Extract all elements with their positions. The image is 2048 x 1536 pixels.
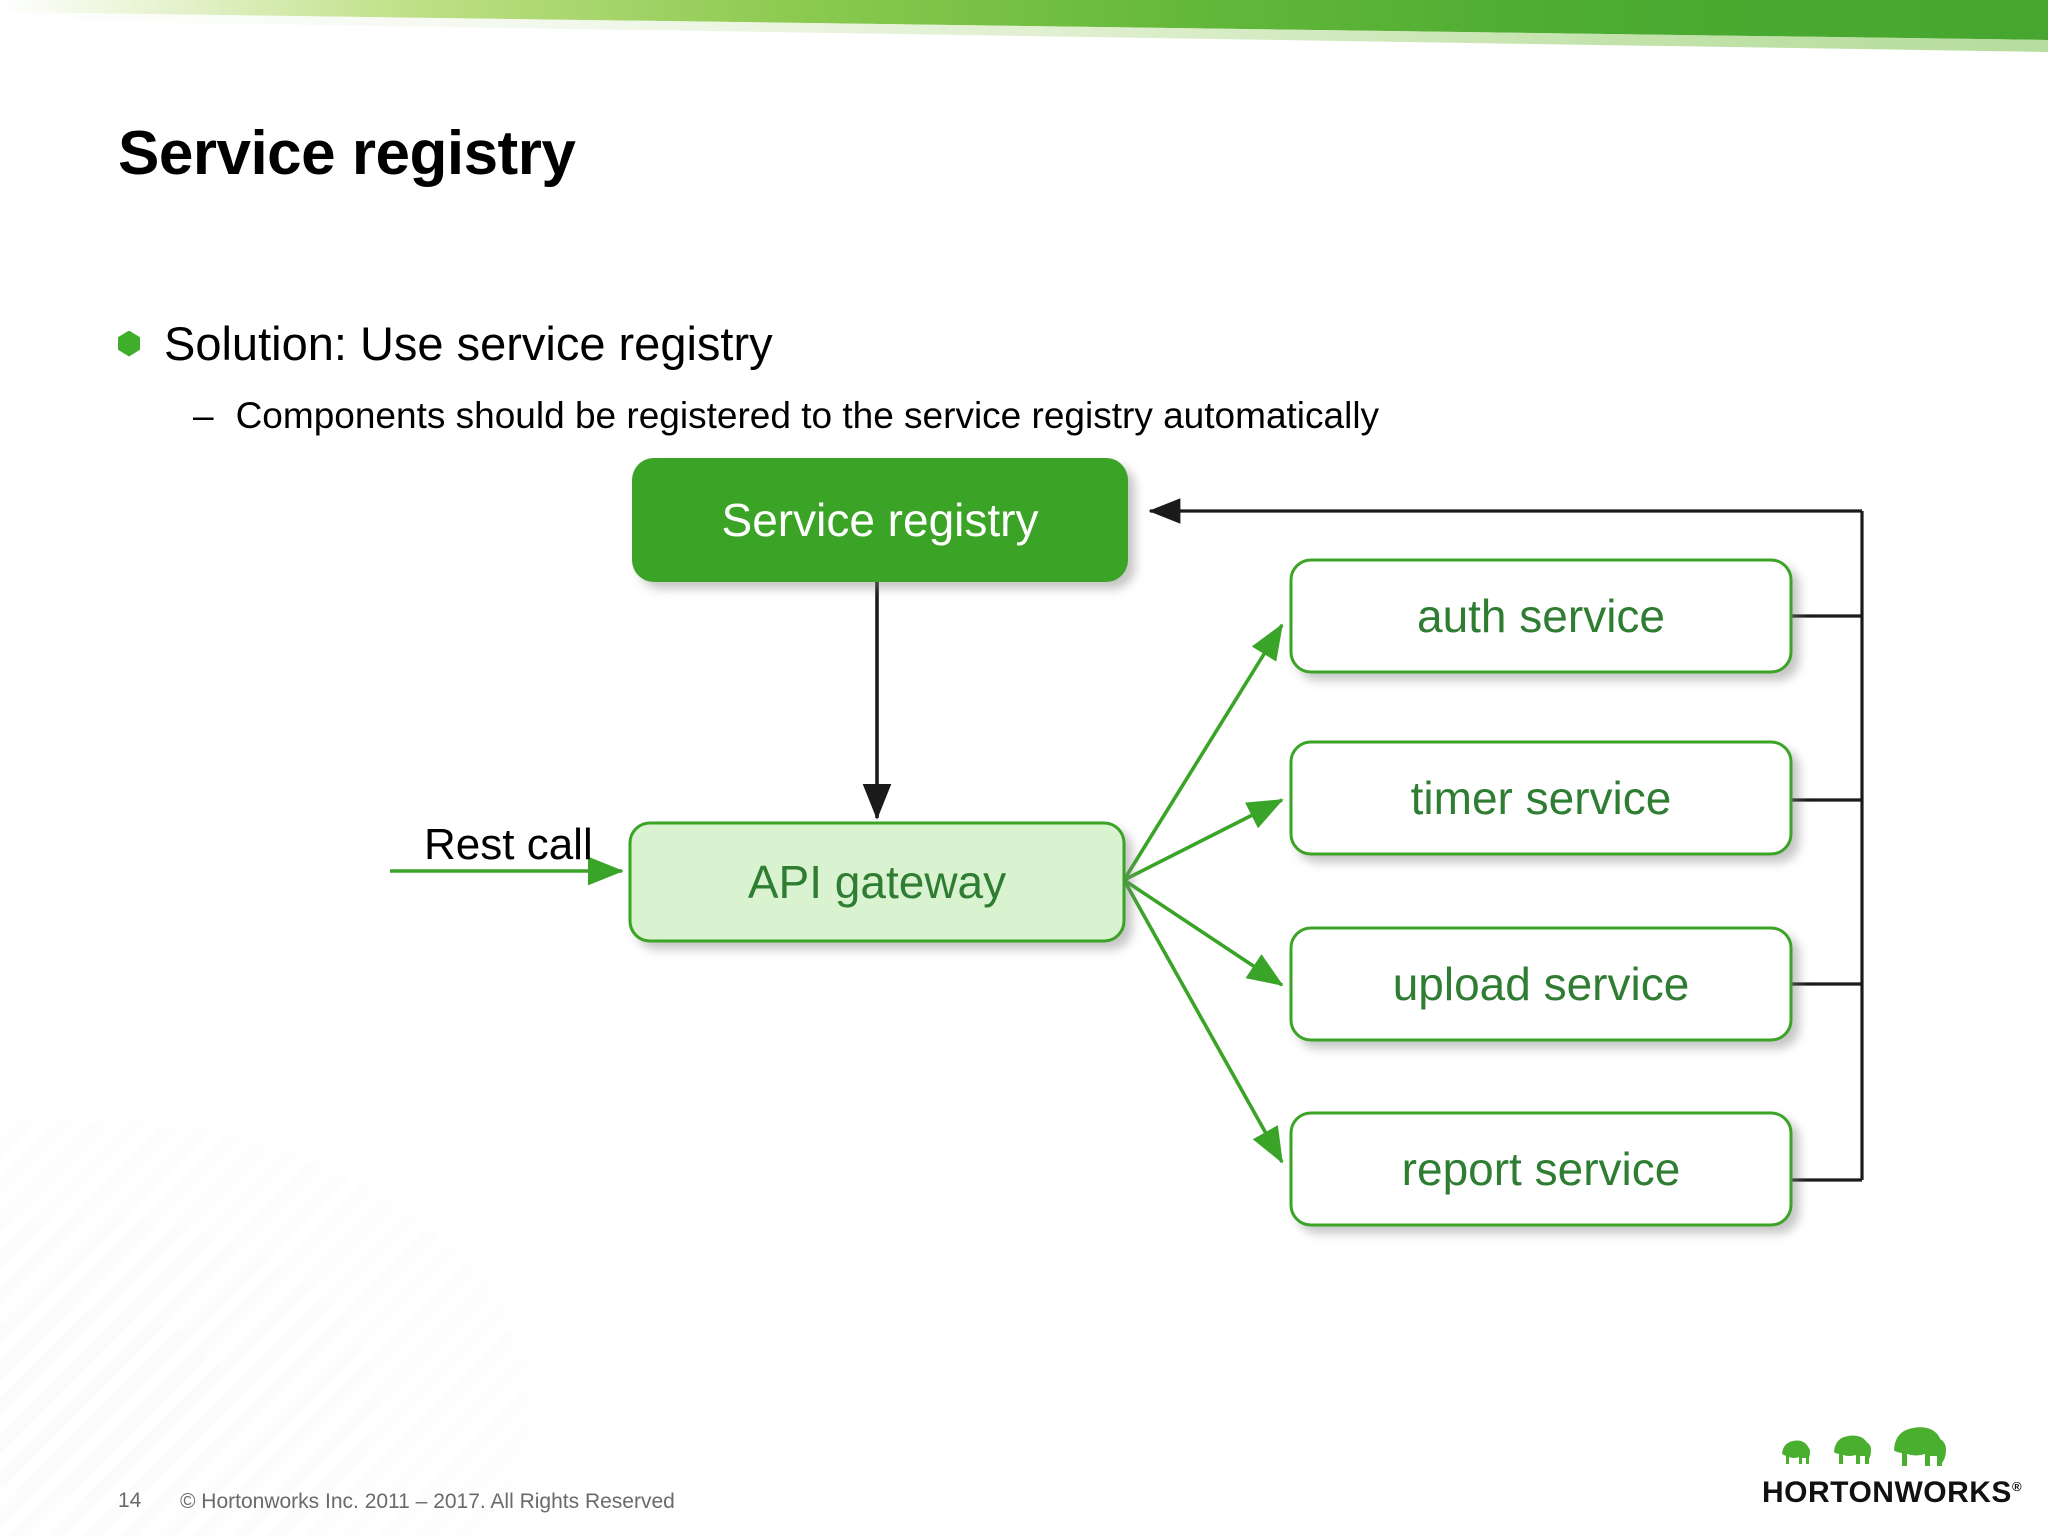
edge-label-rest-call: Rest call <box>424 820 593 869</box>
node-label-upload-service: upload service <box>1392 958 1690 1010</box>
footer-page-number: 14 <box>118 1489 142 1512</box>
node-label-auth-service: auth service <box>1416 590 1665 642</box>
node-label-api-gateway: API gateway <box>747 856 1007 908</box>
dash-bullet-icon: – <box>193 395 214 436</box>
logo-wordmark-text: HORTONWORKS <box>1762 1476 2012 1509</box>
footer-copyright: © Hortonworks Inc. 2011 – 2017. All Righ… <box>180 1490 675 1513</box>
three-elephants-icon <box>1782 1427 1946 1466</box>
node-label-report-service: report service <box>1401 1143 1681 1195</box>
node-label-timer-service: timer service <box>1410 772 1672 824</box>
arrow-gateway-auth <box>1122 623 1284 881</box>
logo-wordmark: HORTONWORKS® <box>1762 1476 2022 1510</box>
node-label-service-registry: Service registry <box>721 494 1039 546</box>
bullet-item-components: – Components should be registered to the… <box>193 395 1379 437</box>
arrow-gateway-timer <box>1123 798 1284 882</box>
hexagon-bullet-icon <box>118 330 140 357</box>
page-title: Service registry <box>118 119 576 188</box>
background-watermark <box>0 1000 720 1536</box>
arrow-gateway-upload <box>1123 878 1284 987</box>
arrow-gateway-report <box>1122 879 1284 1164</box>
gateway-to-services-arrows <box>1122 623 1284 1164</box>
bullet-text: Solution: Use service registry <box>164 317 773 370</box>
bullet-item-solution: Solution: Use service registry <box>118 320 773 367</box>
hortonworks-logo: HORTONWORKS® <box>1762 1418 2022 1516</box>
subbullet-text: Components should be registered to the s… <box>235 395 1380 436</box>
logo-registered-mark: ® <box>2011 1479 2023 1494</box>
top-green-band <box>0 0 2048 70</box>
